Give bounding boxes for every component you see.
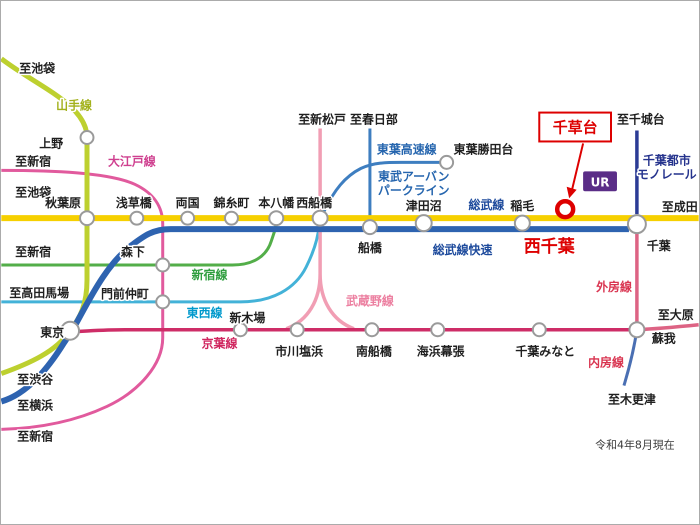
station-circle-soga: [628, 321, 646, 339]
ur-logo-text: UR: [591, 175, 610, 189]
chigusadai-callout-label: 千草台: [553, 118, 598, 136]
terminal-label-to-yokohama: 至横浜: [17, 397, 53, 412]
station-label-ryogoku: 両国: [176, 196, 200, 210]
station-circle-tokyo: [60, 320, 81, 341]
station-circle-shin-kiba: [232, 322, 248, 338]
station-circle-akihabara: [79, 210, 95, 227]
station-circle-inage: [513, 214, 531, 232]
station-circle-chiba: [626, 214, 647, 235]
terminal-label-to-narita: 至成田: [662, 199, 698, 214]
line-label-yamanote: 山手線: [56, 98, 92, 113]
station-circle-funabashi: [361, 219, 378, 236]
station-circle-ichikawa-shiohama: [289, 322, 305, 338]
station-label-inage: 稲毛: [510, 198, 534, 213]
toyo-rapid-line: [322, 160, 447, 212]
station-circle-nishi-funabashi: [311, 209, 329, 227]
station-label-toyo-katsutadai: 東葉勝田台: [454, 141, 514, 156]
uchibo-line: [622, 329, 639, 386]
station-label-morishita: 森下: [121, 244, 145, 259]
yamanote-line: [1, 56, 90, 376]
oedo-line: [1, 168, 165, 431]
line-label-oedo: 大江戸線: [108, 153, 156, 168]
terminal-label-to-shibuya: 至渋谷: [17, 372, 53, 387]
station-label-monzen-nakacho: 門前仲町: [101, 286, 149, 301]
line-label-uchibo: 内房線: [588, 355, 624, 370]
map-note: 令和4年8月現在: [595, 437, 675, 451]
station-circle-tsudanuma: [414, 214, 433, 233]
terminal-label-to-kisarazu: 至木更津: [608, 391, 656, 406]
station-label-funabashi: 船橋: [358, 240, 383, 255]
callout-arrow: [571, 143, 585, 190]
station-circle-chiba-minato: [531, 322, 547, 338]
terminal-label-to-takadanobaba: 至高田馬場: [9, 285, 69, 300]
labels: 至池袋 至新宿 至池袋 至新宿 至高田馬場 至渋谷 至横浜 至新宿 至新松戸 至…: [8, 59, 699, 452]
station-circle-ueno: [79, 130, 95, 145]
station-circle-motoyawata: [268, 210, 285, 227]
keiyo-line: [70, 327, 637, 334]
station-markers: [60, 130, 647, 341]
terminal-label-to-chishirodai: 至千城台: [617, 112, 665, 127]
line-label-shinjuku: 新宿線: [192, 267, 228, 282]
line-label-sobu: 総武線: [469, 197, 505, 212]
nishi-chiba-label: 西千葉: [524, 236, 576, 256]
line-label-tobu-1: 東武アーバン: [378, 168, 449, 183]
station-label-asakusabashi: 浅草橋: [116, 195, 153, 210]
station-label-tokyo: 東京: [40, 325, 64, 340]
line-label-toyo: 東葉高速線: [377, 141, 437, 156]
line-label-keiyo: 京葉線: [202, 336, 238, 351]
station-label-nishi-funabashi: 西船橋: [296, 195, 333, 210]
station-label-shin-kiba: 新木場: [229, 310, 265, 325]
station-label-ichikawa-shiohama: 市川塩浜: [275, 344, 323, 359]
station-circle-kinshicho: [223, 210, 239, 226]
terminal-label-to-ikebukuro-top: 至池袋: [19, 61, 56, 76]
station-label-ueno: 上野: [39, 135, 63, 150]
line-label-musashino: 武蔵野線: [346, 293, 394, 308]
station-label-kaihin-makuhari: 海浜幕張: [417, 344, 465, 359]
station-circle-monzen-nakacho: [155, 294, 171, 310]
station-circle-ryogoku: [180, 210, 196, 226]
terminal-label-to-ohara: 至大原: [658, 307, 694, 322]
station-label-motoyawata: 本八幡: [258, 195, 295, 210]
station-label-soga: 蘇我: [651, 331, 676, 346]
terminal-label-to-shinjuku-oedo: 至新宿: [15, 153, 51, 168]
chigusadai-callout-box: [538, 111, 612, 143]
line-label-sobu-rapid: 総武線快速: [433, 242, 493, 257]
terminal-label-to-shinjuku-bottom: 至新宿: [17, 428, 53, 443]
terminal-label-to-shinjuku-shinjuku-line: 至新宿: [15, 244, 51, 259]
station-label-kinshicho: 錦糸町: [213, 195, 250, 210]
station-circle-morishita: [155, 257, 171, 273]
ur-logo: [583, 171, 617, 192]
station-label-minami-funabashi: 南船橋: [356, 344, 393, 359]
callout-arrowhead: [566, 186, 577, 199]
station-label-akihabara: 秋葉原: [45, 195, 81, 210]
terminal-label-to-kasukabe: 至春日部: [350, 112, 398, 127]
highlight-group: UR: [538, 111, 617, 220]
terminal-label-to-shin-matsudo: 至新松戸: [298, 112, 346, 127]
station-label-chiba-minato: 千葉みなと: [515, 344, 575, 359]
line-label-tobu-2: パークライン: [378, 183, 450, 197]
line-label-monorail-1: 千葉都市: [643, 152, 691, 167]
station-circle-toyo-katsutadai: [439, 154, 455, 170]
line-label-sotobo: 外房線: [596, 279, 632, 294]
line-label-tozai: 東西線: [187, 305, 223, 320]
terminal-label-to-ikebukuro-left: 至池袋: [15, 184, 52, 199]
station-circle-minami-funabashi: [364, 322, 380, 338]
station-circle-kaihin-makuhari: [430, 322, 446, 338]
highlight-station-circle: [554, 198, 576, 220]
station-label-tsudanuma: 津田沼: [406, 198, 442, 213]
tozai-line: [1, 225, 321, 304]
line-label-monorail-2: モノレール: [637, 167, 697, 181]
station-circle-asakusabashi: [129, 210, 145, 226]
station-label-chiba: 千葉: [647, 238, 671, 253]
